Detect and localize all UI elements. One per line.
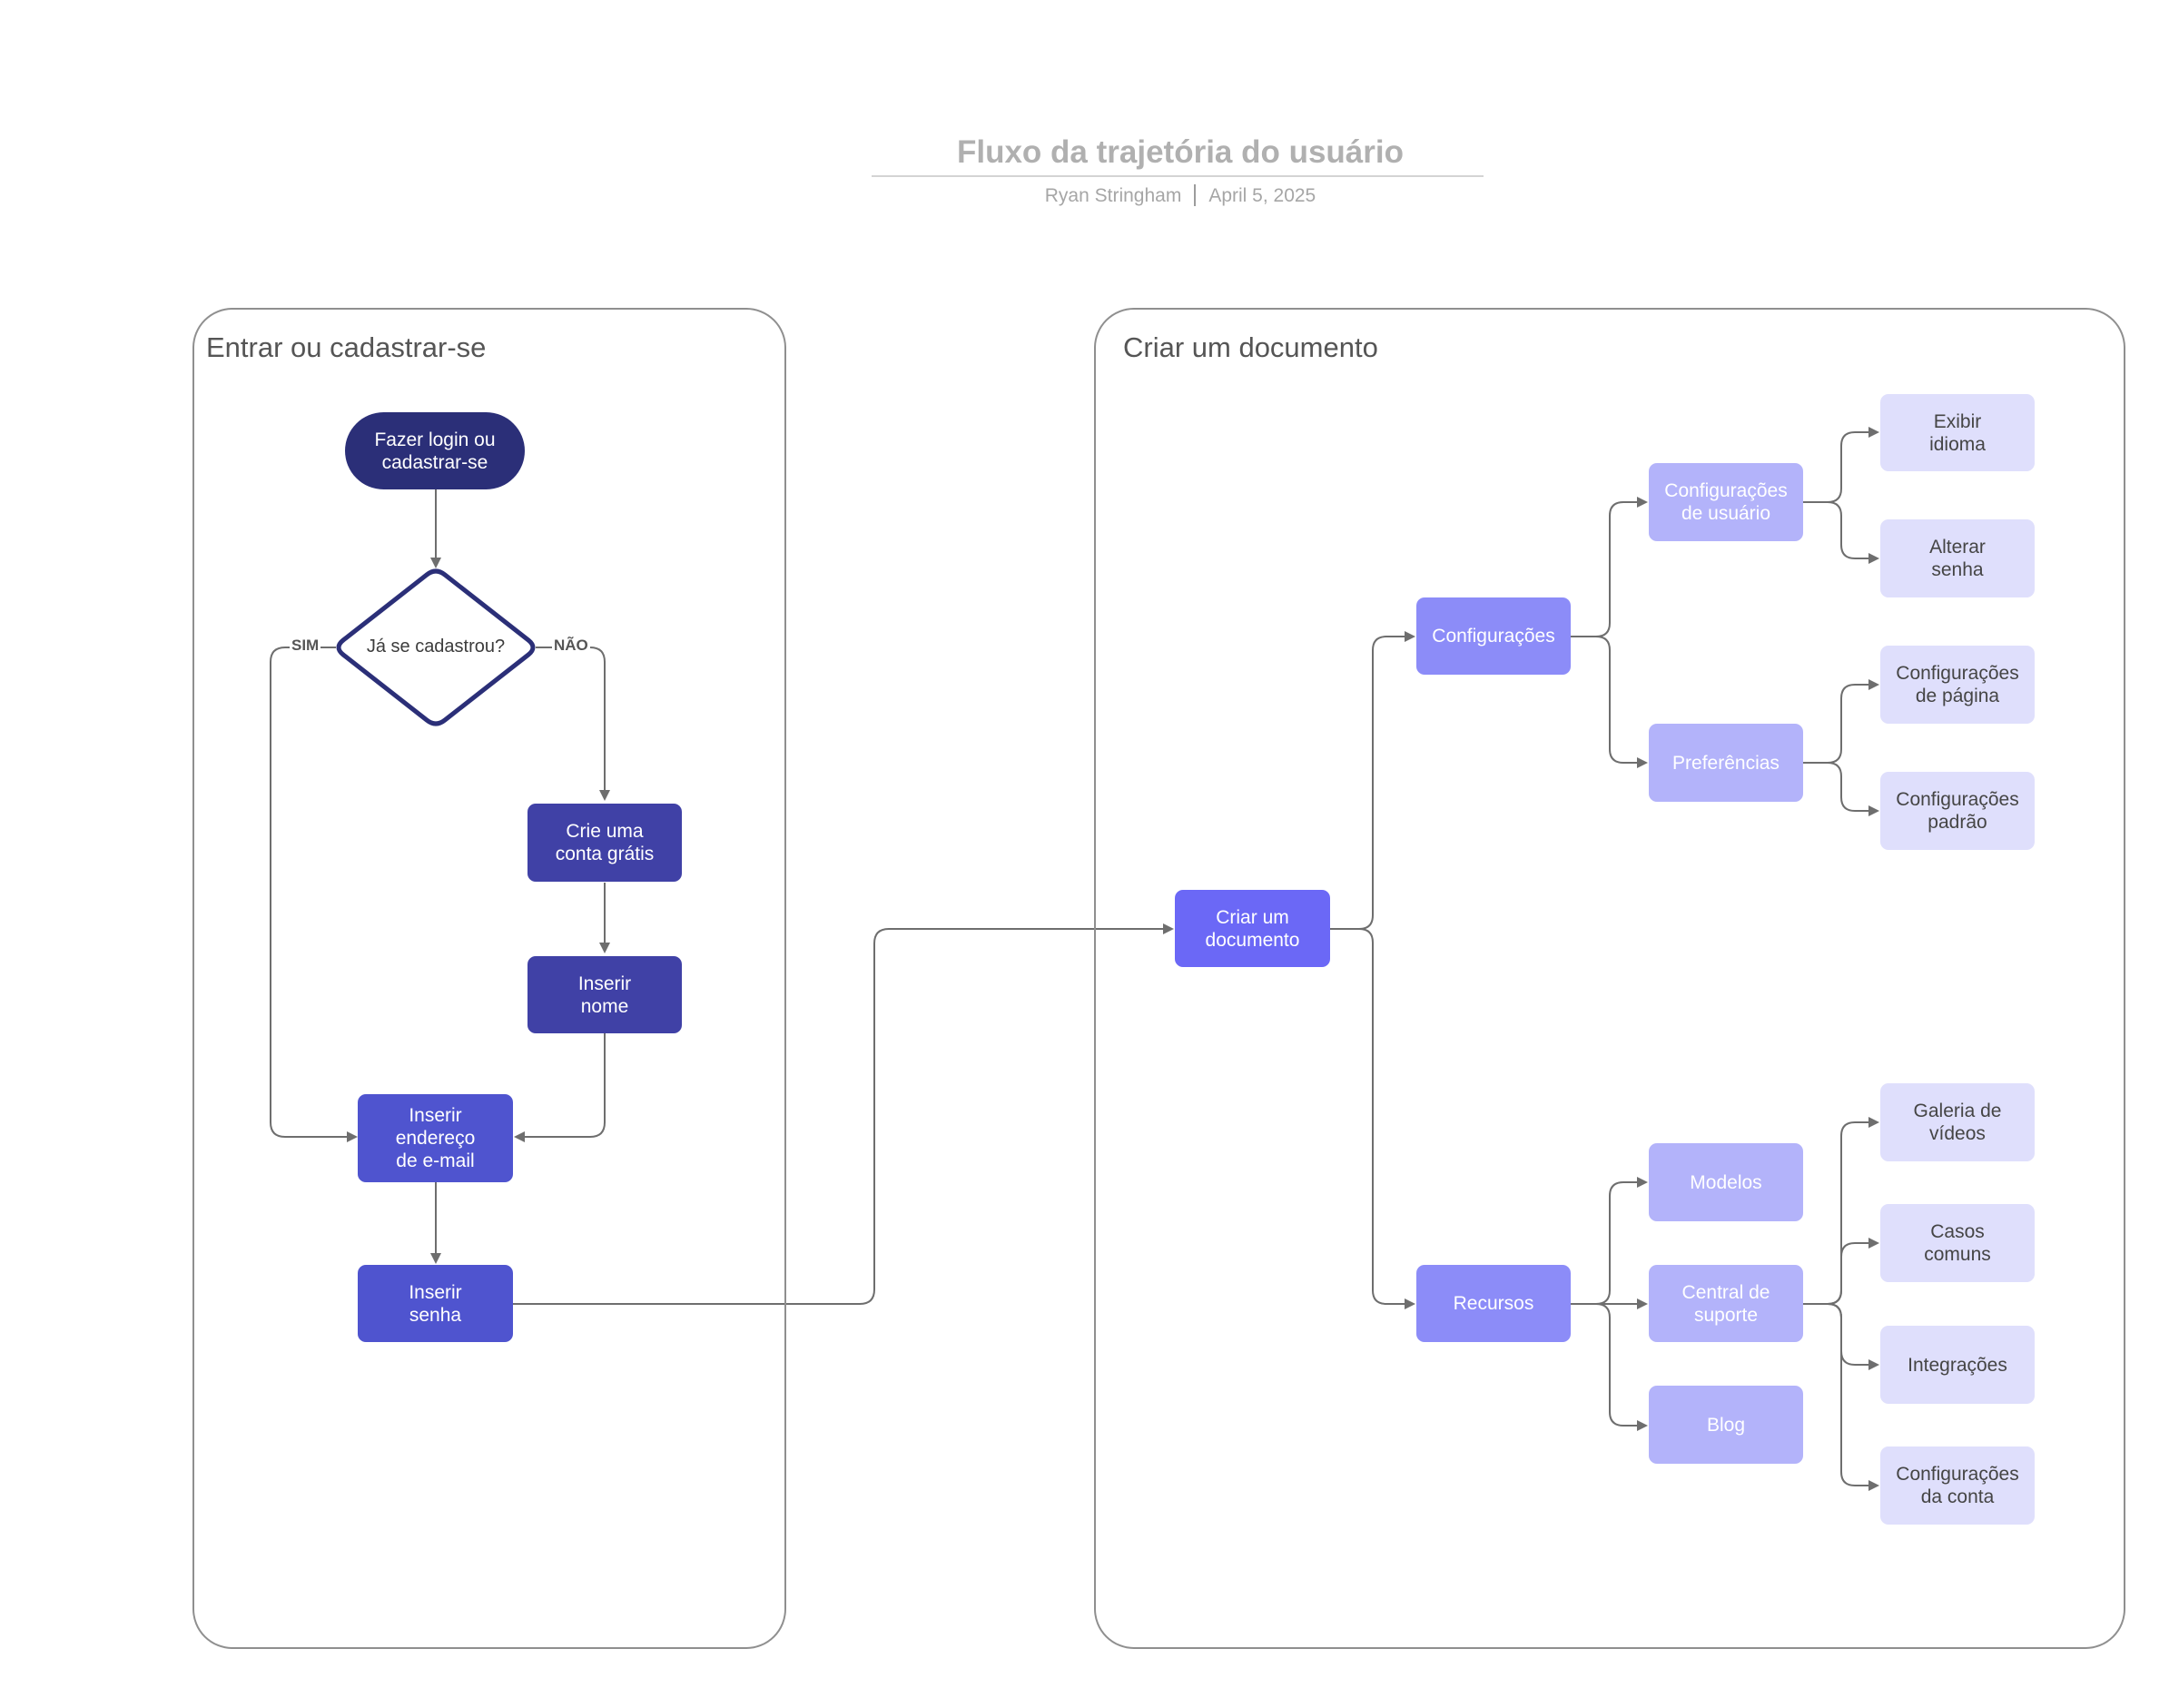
edge-label-no: NÃO (552, 637, 590, 655)
connector-user-settings-to-password (1803, 501, 1879, 564)
node-video-gallery[interactable]: Galeria de vídeos (1880, 1083, 2035, 1161)
node-preferences[interactable]: Preferências (1649, 724, 1803, 802)
connector-user-settings-to-language (1803, 427, 1879, 503)
document-container[interactable] (1094, 308, 2125, 1649)
document-container-title: Criar um documento (1123, 331, 1378, 363)
connector-decision-no (536, 647, 610, 801)
node-integrations[interactable]: Integrações (1880, 1326, 2035, 1404)
node-settings[interactable]: Configurações (1416, 597, 1571, 675)
diagram-meta: Ryan Stringham April 5, 2025 (872, 184, 1489, 207)
diagram-title: Fluxo da trajetória do usuário (956, 134, 1405, 170)
node-blog[interactable]: Blog (1649, 1386, 1803, 1464)
connector-preferences-to-page-settings (1803, 679, 1879, 764)
login-container[interactable] (192, 308, 786, 1649)
node-enter-email[interactable]: Inserir endereço de e-mail (358, 1094, 513, 1182)
node-resources[interactable]: Recursos (1416, 1265, 1571, 1342)
node-enter-password[interactable]: Inserir senha (358, 1265, 513, 1342)
decision-diamond (336, 568, 536, 726)
meta-separator (1194, 184, 1197, 206)
edge-label-yes: SIM (290, 637, 321, 655)
login-container-title: Entrar ou cadastrar-se (206, 331, 487, 363)
decision-label[interactable]: Já se cadastrou? (366, 637, 506, 657)
node-templates[interactable]: Modelos (1649, 1143, 1803, 1221)
connector-support-to-common-cases (1803, 1238, 1879, 1305)
node-page-settings[interactable]: Configurações de página (1880, 646, 2035, 724)
node-common-cases[interactable]: Casos comuns (1880, 1204, 2035, 1282)
author-name: Ryan Stringham (1044, 185, 1182, 206)
node-create-account[interactable]: Crie uma conta grátis (527, 804, 682, 882)
connector-root-to-resources (1330, 928, 1415, 1309)
connector-resources-to-blog (1571, 1303, 1648, 1431)
connector-decision-yes (270, 647, 358, 1142)
connector-preferences-to-default-settings (1803, 762, 1879, 816)
title-divider (872, 175, 1484, 177)
connector-password-to-document (513, 923, 1174, 1305)
node-user-settings[interactable]: Configurações de usuário (1649, 463, 1803, 541)
node-show-language[interactable]: Exibir idioma (1880, 394, 2035, 471)
node-support-center[interactable]: Central de suporte (1649, 1265, 1803, 1342)
node-change-password[interactable]: Alterar senha (1880, 519, 2035, 597)
connector-name-to-email (514, 1033, 606, 1142)
diagram-date: April 5, 2025 (1208, 185, 1316, 206)
node-default-settings[interactable]: Configurações padrão (1880, 772, 2035, 850)
node-login-start[interactable]: Fazer login ou cadastrar-se (345, 412, 525, 489)
node-create-document[interactable]: Criar um documento (1175, 890, 1330, 967)
connector-support-to-account-settings (1803, 1303, 1879, 1491)
node-account-settings[interactable]: Configurações da conta (1880, 1446, 2035, 1525)
connector-settings-to-preferences (1571, 636, 1648, 768)
node-enter-name[interactable]: Inserir nome (527, 956, 682, 1033)
connector-settings-to-user-settings (1571, 497, 1648, 637)
connector-root-to-settings (1330, 631, 1415, 930)
